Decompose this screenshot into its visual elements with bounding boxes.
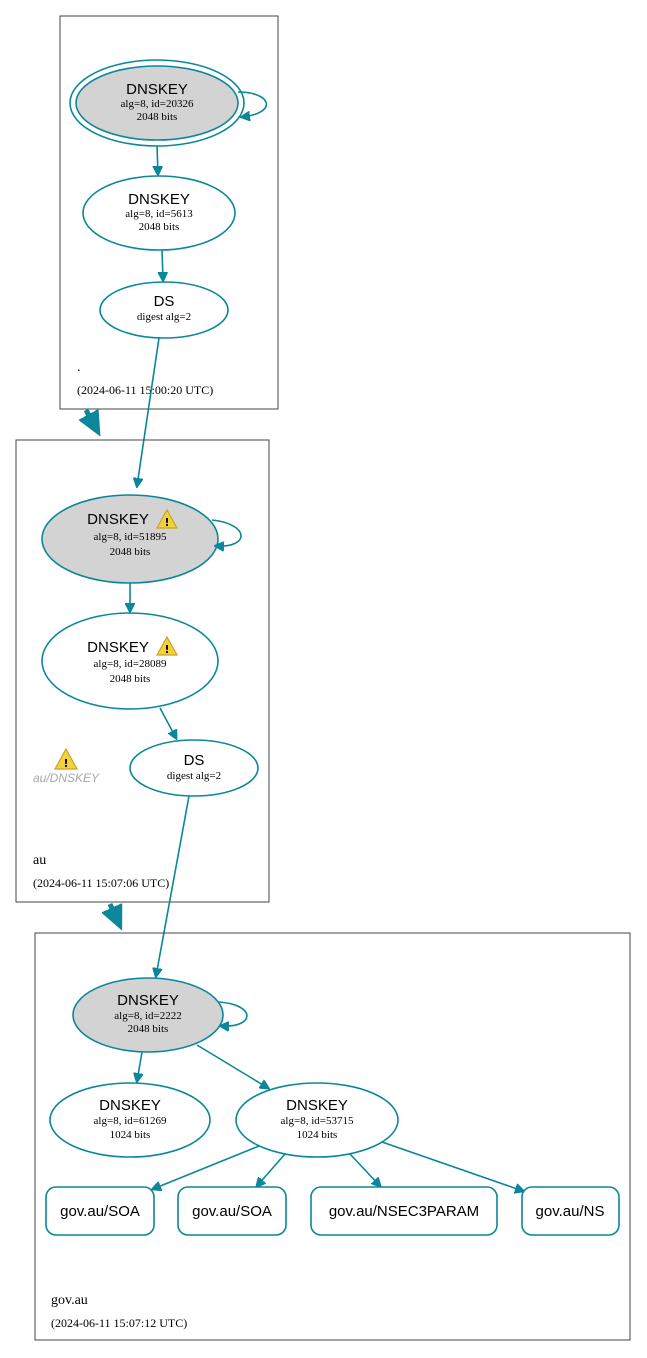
au-ksk-bits: 2048 bits [110, 546, 151, 558]
gov-zsk1-title: DNSKEY [99, 1097, 161, 1114]
root-ksk-alg: alg=8, id=20326 [121, 98, 194, 110]
rrset-soa-2[interactable]: gov.au/SOA [177, 1186, 287, 1236]
root-ksk-self-edge [237, 91, 268, 117]
gov-zsk1-bits: 1024 bits [110, 1129, 151, 1141]
gov-ksk-self-edge [217, 1001, 248, 1026]
gov-ksk-to-zsk1-edge [137, 1051, 142, 1081]
root-ds-node[interactable]: DS digest alg=2 [99, 281, 229, 339]
rrset-soa-2-label: gov.au/SOA [192, 1203, 272, 1220]
gov-zsk2-to-soa1-edge [153, 1145, 260, 1189]
svg-text:!: ! [164, 516, 169, 529]
zone-root: DNSKEY alg=8, id=20326 2048 bits DNSKEY … [59, 15, 279, 410]
gov-zsk2-alg: alg=8, id=53715 [281, 1115, 354, 1127]
gov-ksk-node[interactable]: DNSKEY alg=8, id=2222 2048 bits [72, 977, 224, 1053]
au-ds-to-gov-ksk-edge [156, 795, 190, 976]
zone-au-box [15, 439, 270, 903]
zone-gov-au: DNSKEY alg=8, id=2222 2048 bits DNSKEY a… [34, 932, 631, 1341]
au-ksk-node[interactable]: DNSKEY ! alg=8, id=51895 2048 bits [41, 494, 219, 584]
rrset-nsec3param[interactable]: gov.au/NSEC3PARAM [310, 1186, 498, 1236]
au-zsk-node[interactable]: DNSKEY ! alg=8, id=28089 2048 bits [41, 612, 219, 710]
zone-gov-au-name: gov.au [51, 1293, 88, 1308]
rrset-ns-label: gov.au/NS [536, 1203, 605, 1220]
gov-ksk-alg: alg=8, id=2222 [114, 1010, 181, 1022]
root-ksk-title: DNSKEY [126, 81, 188, 98]
root-ds-title: DS [154, 293, 175, 310]
gov-zsk2-bits: 1024 bits [297, 1129, 338, 1141]
root-zsk-node[interactable]: DNSKEY alg=8, id=5613 2048 bits [82, 175, 236, 251]
gov-ksk-to-zsk2-edge [196, 1044, 268, 1088]
au-dnskey-warning-label: au/DNSKEY [33, 771, 100, 785]
au-ksk-warning-icon[interactable]: ! [155, 508, 179, 529]
gov-zsk2-to-ns-edge [381, 1141, 523, 1191]
svg-text:!: ! [164, 643, 169, 656]
au-zsk-bits: 2048 bits [110, 673, 151, 685]
au-dnskey-warning[interactable]: ! au/DNSKEY [33, 747, 100, 785]
au-zsk-alg: alg=8, id=28089 [94, 658, 167, 670]
zone-au: DNSKEY ! alg=8, id=51895 2048 bits DNSKE… [15, 439, 270, 903]
zone-root-timestamp: (2024-06-11 15:00:20 UTC) [77, 383, 213, 397]
au-ds-node[interactable]: DS digest alg=2 [129, 739, 259, 797]
au-zsk-to-ds-edge [159, 707, 176, 738]
gov-zsk2-to-soa2-edge [257, 1153, 286, 1186]
root-ksk-node[interactable]: DNSKEY alg=8, id=20326 2048 bits [69, 59, 245, 147]
root-ds-to-au-ksk-edge [137, 337, 160, 486]
svg-text:!: ! [63, 757, 68, 770]
au-ds-title: DS [184, 752, 205, 769]
au-zsk-title: DNSKEY [87, 639, 149, 656]
rrset-soa-1[interactable]: gov.au/SOA [45, 1186, 155, 1236]
gov-zsk2-node[interactable]: DNSKEY alg=8, id=53715 1024 bits [235, 1082, 399, 1158]
root-zsk-alg: alg=8, id=5613 [125, 208, 193, 220]
root-zsk-to-ds-edge [162, 249, 163, 280]
gov-zsk2-to-nsec3param-edge [349, 1153, 380, 1186]
au-ksk-alg: alg=8, id=51895 [94, 531, 167, 543]
au-zsk-warning-icon[interactable]: ! [155, 635, 179, 656]
au-dnskey-warning-icon: ! [53, 747, 79, 770]
root-ds-digest: digest alg=2 [137, 311, 191, 323]
root-ksk-bits: 2048 bits [137, 111, 178, 123]
gov-zsk1-node[interactable]: DNSKEY alg=8, id=61269 1024 bits [49, 1082, 211, 1158]
zone-au-name: au [33, 853, 46, 868]
root-to-au-delegation-edge [86, 408, 98, 432]
gov-zsk2-title: DNSKEY [286, 1097, 348, 1114]
zone-gov-au-box [34, 932, 631, 1341]
zone-root-name: . [77, 360, 81, 375]
au-to-gov-delegation-edge [110, 902, 123, 926]
root-ksk-to-zsk-edge [157, 145, 158, 174]
rrset-soa-1-label: gov.au/SOA [60, 1203, 140, 1220]
gov-ksk-title: DNSKEY [117, 992, 179, 1009]
zone-root-box [59, 15, 279, 410]
au-ksk-title: DNSKEY [87, 511, 149, 528]
zone-au-timestamp: (2024-06-11 15:07:06 UTC) [33, 876, 169, 890]
zone-gov-au-timestamp: (2024-06-11 15:07:12 UTC) [51, 1316, 187, 1330]
rrset-ns[interactable]: gov.au/NS [521, 1186, 620, 1236]
au-ksk-self-edge [211, 519, 242, 546]
au-ds-digest: digest alg=2 [167, 770, 221, 782]
rrset-nsec3param-label: gov.au/NSEC3PARAM [329, 1203, 479, 1220]
gov-ksk-bits: 2048 bits [128, 1023, 169, 1035]
root-zsk-title: DNSKEY [128, 191, 190, 208]
root-zsk-bits: 2048 bits [139, 221, 180, 233]
gov-zsk1-alg: alg=8, id=61269 [94, 1115, 167, 1127]
